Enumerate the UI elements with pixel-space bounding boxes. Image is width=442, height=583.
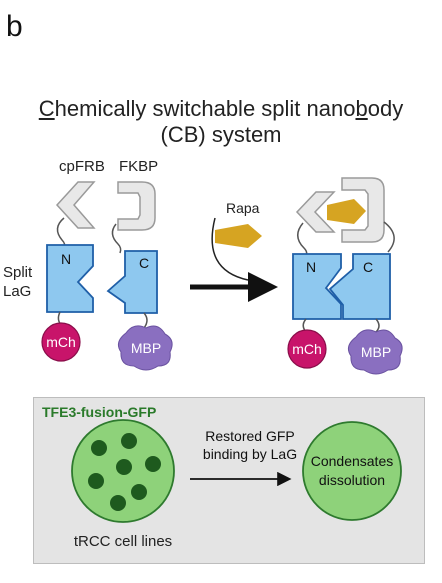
cpfrb-domain [55, 181, 96, 229]
title-part-1: hemically switchable split nano [54, 96, 356, 121]
right-mbp-linker [375, 318, 380, 333]
title-part-2: b [355, 96, 368, 121]
right-mbp-label: MBP [361, 344, 391, 360]
arrow-text-2: binding by LaG [203, 446, 297, 462]
right-rapamycin [327, 199, 366, 224]
dissolved-cell [302, 421, 402, 521]
right-frb-linker [297, 222, 308, 257]
right-fkbp-domain [341, 177, 385, 243]
diagram-title: Chemically switchable split nanobody (CB… [0, 96, 442, 148]
fkbp-linker [111, 223, 122, 254]
lag-c-label: C [139, 255, 149, 271]
fkbp-domain [117, 181, 156, 231]
tfe3-header: TFE3-fusion-GFP [42, 404, 156, 420]
right-mbp-tag [347, 329, 403, 375]
rapa-curve [211, 217, 249, 281]
rapamycin-molecule [215, 224, 262, 248]
lag-c-half [106, 250, 158, 314]
fkbp-label: FKBP [119, 158, 158, 175]
mbp-tag [117, 325, 173, 371]
result-text-1: Condensates [311, 453, 394, 469]
right-cpfrb-domain [295, 191, 336, 233]
split-label-1: Split [3, 264, 33, 281]
condensate [145, 456, 161, 472]
condensate [88, 473, 104, 489]
cell-caption: tRCC cell lines [74, 533, 172, 550]
rapa-label: Rapa [226, 200, 260, 216]
right-mch-label: mCh [292, 341, 322, 357]
mbp-linker [143, 312, 148, 329]
condensate [110, 495, 126, 511]
mbp-label: MBP [131, 340, 161, 356]
arrow-text-1: Restored GFP [205, 428, 294, 444]
condensate [121, 433, 137, 449]
mch-tag [41, 322, 81, 362]
condensate [131, 484, 147, 500]
mch-label: mCh [46, 334, 76, 350]
cpfrb-label: cpFRB [59, 158, 105, 175]
right-c-label: C [363, 259, 373, 275]
result-text-2: dissolution [319, 472, 385, 488]
right-lag-n-half [292, 253, 342, 320]
panel-letter: b [6, 10, 23, 43]
title-line-2: (CB) system [160, 122, 282, 147]
right-fkbp-linker [383, 221, 395, 253]
condensate [91, 440, 107, 456]
frb-linker [56, 217, 66, 249]
lag-n-label: N [61, 251, 71, 267]
right-n-label: N [306, 259, 316, 275]
condensate [116, 459, 132, 475]
right-lag-c-half [328, 253, 391, 320]
split-label-2: LaG [3, 283, 31, 300]
title-part-3: ody [367, 96, 404, 121]
right-mch-tag [287, 329, 327, 369]
title-line-1: Chemically switchable split nanobody [0, 96, 442, 122]
title-part-0: C [38, 96, 55, 121]
lag-n-half [46, 244, 94, 313]
